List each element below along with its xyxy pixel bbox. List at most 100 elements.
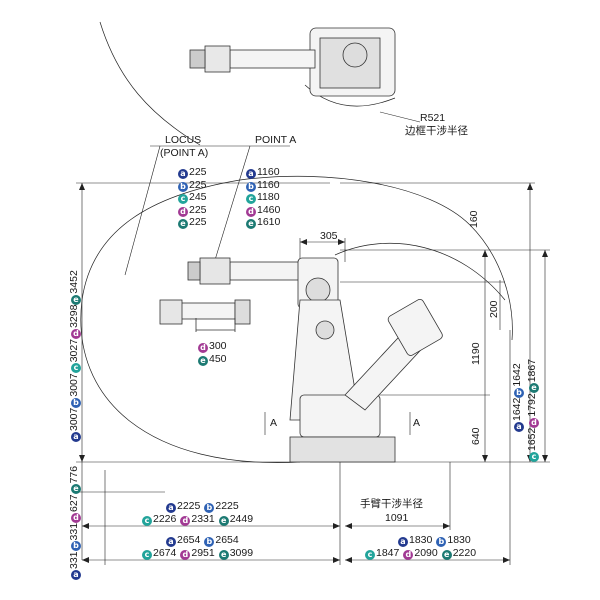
locus-label: LOCUS: [165, 134, 202, 146]
dim-value: 3452: [68, 270, 80, 294]
variant-badge-icon: c: [142, 550, 152, 560]
variant-badge-icon: a: [71, 570, 81, 580]
dim-value: 2225: [215, 500, 239, 512]
right-height-dims-cde: c1652d1792e1867: [526, 359, 539, 462]
dim-value: 2951: [191, 547, 215, 559]
variant-badge-icon: a: [246, 169, 256, 179]
dim-value: 1180: [257, 191, 280, 203]
variant-badge-icon: b: [178, 181, 188, 192]
variant-badge-icon: d: [403, 550, 414, 560]
left-height-dims: a3007b3007c3027d3298e3452: [68, 270, 81, 442]
dim-value: 3027: [68, 338, 80, 363]
dim-entry: e1867: [526, 359, 539, 394]
dim-value: 1610: [257, 216, 281, 228]
variant-badge-icon: b: [436, 537, 447, 547]
dim-value: 225: [189, 166, 207, 178]
dim-entry: d3298: [68, 304, 81, 339]
arm-interference-arc: [334, 242, 506, 301]
variant-badge-icon: a: [398, 537, 408, 547]
dim-value: 1830: [409, 534, 433, 546]
variant-badge-icon: d: [198, 343, 208, 353]
top-view-locus-arc: [99, 21, 201, 146]
dim-entry: e776: [68, 465, 81, 495]
variant-badge-icon: d: [71, 328, 81, 339]
variant-badge-icon: b: [71, 397, 81, 408]
arm-interference-caption: 手臂干涉半径: [360, 498, 423, 510]
variant-badge-icon: e: [71, 294, 81, 305]
dim-entry: b1642: [511, 363, 524, 398]
dim-200: 200: [488, 300, 500, 318]
dim-value: 1642: [511, 397, 523, 421]
locus-point-label: (POINT A): [160, 147, 209, 159]
point-a-label: POINT A: [255, 134, 297, 146]
variant-badge-icon: c: [71, 363, 81, 374]
variant-badge-icon: c: [246, 194, 256, 204]
dim-value: 1830: [447, 534, 471, 546]
dim-value: 2226: [153, 513, 177, 525]
variant-badge-icon: a: [166, 503, 176, 513]
dim-value: 2654: [177, 534, 201, 546]
dim-1190: 1190: [470, 342, 482, 365]
dim-value: 627: [68, 494, 80, 512]
dim-value: 3007: [68, 407, 80, 431]
dim-value: 2674: [153, 547, 177, 559]
variant-badge-icon: a: [71, 432, 81, 442]
dim-entry: c1652: [526, 428, 539, 462]
variant-badge-icon: e: [246, 219, 256, 229]
dim-entry: b331: [68, 522, 81, 552]
dim-value: 225: [189, 216, 207, 228]
variant-badge-icon: c: [529, 452, 539, 462]
dim-entry: d627: [68, 494, 81, 523]
dim-value: 776: [68, 465, 80, 484]
dim-entry: a1642: [511, 397, 524, 432]
dim-value: 1460: [257, 203, 281, 216]
variant-badge-icon: a: [178, 169, 188, 179]
variant-badge-icon: e: [71, 484, 81, 495]
variant-badge-icon: e: [218, 516, 229, 526]
dim-value: 1847: [376, 547, 400, 559]
dim-value: 2331: [191, 513, 215, 525]
dim-value: 225: [189, 203, 207, 216]
frame-radius-label: R521: [420, 112, 446, 124]
dim-value: 2654: [215, 534, 239, 546]
dim-value: 3298: [68, 304, 80, 328]
top-view-robot: [189, 27, 396, 97]
dim-value: 331: [68, 522, 80, 541]
variant-badge-icon: b: [246, 181, 256, 192]
dim-entry: b3007: [68, 373, 81, 408]
side-view-robot: [187, 257, 443, 463]
dim-160: 160: [468, 210, 480, 228]
variant-badge-icon: e: [198, 355, 208, 366]
dim-value: 225: [189, 178, 207, 191]
dim-entry: e3452: [68, 270, 81, 305]
dim-value: 450: [209, 352, 227, 365]
